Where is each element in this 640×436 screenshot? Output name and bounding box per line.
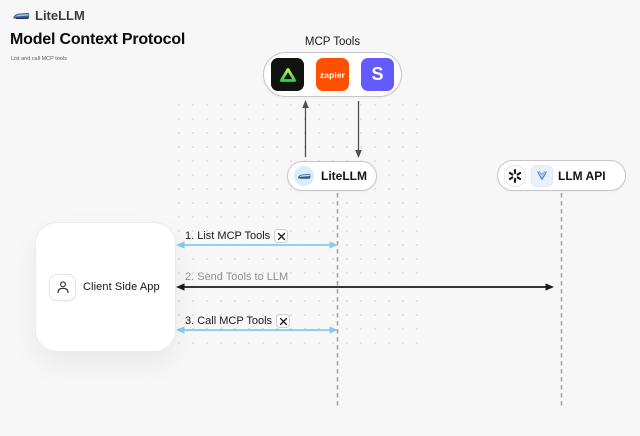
tools-icon: [274, 229, 289, 243]
train-icon: [13, 12, 30, 19]
arrow-mcp-to-litellm: [355, 101, 362, 158]
green-triangle-logo-icon: [271, 58, 304, 91]
dot-grid-background: [172, 98, 424, 346]
brand-name: LiteLLM: [35, 8, 85, 23]
mcp-tools-label: MCP Tools: [304, 36, 361, 48]
message-3-label: 3. Call MCP Tools: [185, 315, 273, 327]
stripe-logo-icon: S: [361, 58, 394, 91]
arrow-send-tools-to-llm: [176, 283, 554, 291]
openai-logo-icon: [504, 164, 526, 187]
llm-api-node: LLM API: [497, 160, 626, 191]
arrow-litellm-to-mcp: [302, 100, 309, 157]
person-icon: [49, 273, 76, 301]
llm-api-node-label: LLM API: [558, 168, 606, 183]
zapier-logo-icon: zapier: [316, 58, 349, 91]
tools-icon: [276, 314, 291, 328]
page-title: Model Context Protocol: [10, 31, 186, 48]
message-1-label: 1. List MCP Tools: [185, 230, 271, 242]
litellm-node: LiteLLM: [287, 161, 377, 191]
green-triangle-glyph: [279, 67, 296, 82]
message-send-tools-to-llm: 2. Send Tools to LLM: [185, 271, 288, 283]
litellm-train-icon: [294, 166, 314, 186]
zapier-logo-text: zapier: [319, 69, 346, 80]
client-side-app-label: Client Side App: [83, 281, 160, 293]
litellm-node-label: LiteLLM: [321, 169, 367, 183]
stripe-logo-text: S: [371, 64, 384, 84]
message-2-label: 2. Send Tools to LLM: [185, 271, 289, 283]
message-list-mcp-tools: 1. List MCP Tools: [185, 229, 289, 243]
page-subtitle: List and call MCP tools: [11, 56, 67, 62]
mcp-tools-node: zapier S: [263, 52, 402, 97]
brand: LiteLLM: [12, 8, 85, 23]
message-call-mcp-tools: 3. Call MCP Tools: [185, 314, 291, 328]
client-side-app-node: Client Side App: [35, 222, 176, 352]
blue-llm-provider-icon: [531, 164, 553, 187]
